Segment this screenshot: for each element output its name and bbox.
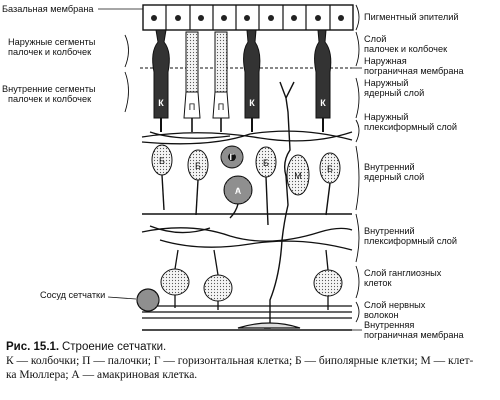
label-inner-nuclear-2: ядерный слой <box>364 172 424 182</box>
figure-title: Строение сетчатки. <box>61 341 167 353</box>
label-inner-nuclear-1: Внутренний <box>364 162 415 172</box>
bipolar-cell: Б <box>187 149 209 216</box>
label-outer-limiting-2: пограничная мембрана <box>364 66 465 76</box>
figure-caption: Рис. 15.1. Строение сетчатки. К — колбоч… <box>6 340 494 382</box>
cone-cell: К <box>152 29 170 132</box>
rod-cell: П <box>212 31 230 132</box>
bipolar-mark: Б <box>327 164 333 174</box>
caption-title-line: Рис. 15.1. Строение сетчатки. <box>6 340 494 354</box>
label-inner-segments-2: палочек и колбочек <box>8 94 92 104</box>
retina-diagram: К П П К М К Б <box>2 4 465 340</box>
label-outer-nuclear-1: Наружный <box>364 78 408 88</box>
bipolar-mark: Б <box>159 156 165 166</box>
right-labels: Пигментный эпителий Слой палочек и колбо… <box>352 4 465 340</box>
bipolar-mark: Б <box>263 158 269 168</box>
retinal-vessel <box>136 288 160 312</box>
horizontal-mark: Г <box>229 152 234 162</box>
label-outer-plexiform-1: Наружный <box>364 112 408 122</box>
label-inner-plexiform-1: Внутренний <box>364 226 415 236</box>
cone-mark: К <box>320 98 326 108</box>
ganglion-cell <box>313 249 343 310</box>
figure-number: Рис. 15.1. <box>6 341 60 353</box>
caption-legend-line1: К — колбочки; П — палочки; Г — горизонта… <box>6 355 474 367</box>
label-rods-cones-layer-1: Слой <box>364 34 386 44</box>
label-outer-nuclear-2: ядерный слой <box>364 88 424 98</box>
label-retinal-vessel: Сосуд сетчатки <box>40 290 105 300</box>
rod-mark: П <box>189 102 195 112</box>
label-outer-segments-1: Наружные сегменты <box>8 37 95 47</box>
label-inner-segments-1: Внутренние сегменты <box>2 84 96 94</box>
label-inner-plexiform-2: плексиформный слой <box>364 236 457 246</box>
horizontal-cell: Г <box>220 145 244 169</box>
bipolar-cell: Б <box>255 146 277 226</box>
rod-cell: П <box>183 31 201 132</box>
label-nerve-fibers-2: волокон <box>364 310 399 320</box>
amacrine-mark: А <box>235 186 242 196</box>
cone-mark: К <box>158 98 164 108</box>
outer-plexiform-fibers <box>141 130 353 145</box>
pigment-epithelium <box>142 4 354 31</box>
bipolar-cell: Б <box>319 152 341 216</box>
muller-mark: М <box>294 171 302 181</box>
inner-plexiform-layer <box>141 213 353 251</box>
label-ganglion-1: Слой ганглиозных <box>364 268 442 278</box>
amacrine-cell: А <box>223 175 253 219</box>
rod-mark: П <box>218 102 224 112</box>
label-outer-plexiform-2: плексиформный слой <box>364 122 457 132</box>
label-pigment-epithelium: Пигментный эпителий <box>364 12 459 22</box>
caption-legend-line2: ка Мюллера; А — амакриновая клетка. <box>6 369 198 381</box>
label-outer-segments-2: палочек и колбочек <box>8 47 92 57</box>
bipolar-cell: Б <box>151 144 173 211</box>
bipolar-mark: Б <box>195 161 201 171</box>
nerve-fibers <box>142 305 352 331</box>
ganglion-cell <box>203 249 233 310</box>
label-inner-limiting-1: Внутренняя <box>364 320 414 330</box>
label-ganglion-2: клеток <box>364 278 393 288</box>
label-basal-membrane: Базальная мембрана <box>2 4 94 14</box>
label-rods-cones-layer-2: палочек и колбочек <box>364 44 448 54</box>
label-inner-limiting-2: пограничная мембрана <box>364 330 465 340</box>
label-nerve-fibers-1: Слой нервных <box>364 300 426 310</box>
cone-cell: К <box>243 29 261 132</box>
cone-mark: К <box>249 98 255 108</box>
cone-cell: К <box>314 29 332 132</box>
muller-cell: М <box>264 81 310 329</box>
label-outer-limiting-1: Наружная <box>364 56 407 66</box>
ganglion-cell <box>160 249 190 308</box>
left-labels: Базальная мембрана Наружные сегменты пал… <box>2 4 143 300</box>
